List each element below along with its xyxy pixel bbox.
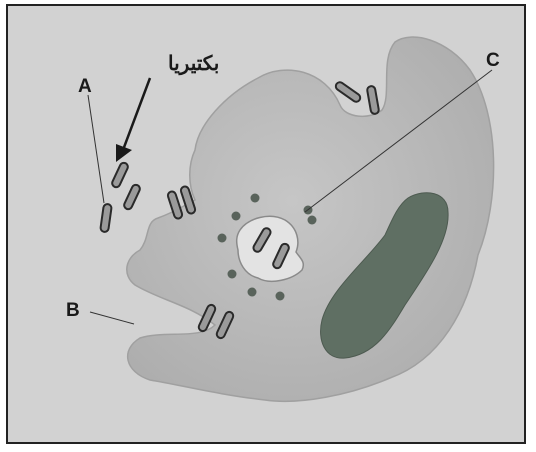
granule: [251, 194, 260, 203]
bacterium: [367, 86, 380, 115]
label-b-leader: [90, 312, 134, 324]
label-bacteria: بكتيريا: [168, 53, 219, 76]
label-a-leader: [88, 95, 104, 203]
bacteria-arrow-shaft: [123, 78, 150, 150]
bacterium: [111, 162, 129, 189]
label-a: A: [78, 76, 92, 97]
granule: [308, 216, 317, 225]
label-b: B: [66, 300, 80, 321]
label-c: C: [486, 50, 500, 71]
granule: [218, 234, 227, 243]
granule: [276, 292, 285, 301]
bacterium: [123, 184, 141, 211]
granule: [228, 270, 237, 279]
granule: [232, 212, 241, 221]
bacterium: [100, 204, 112, 233]
granule: [248, 288, 257, 297]
